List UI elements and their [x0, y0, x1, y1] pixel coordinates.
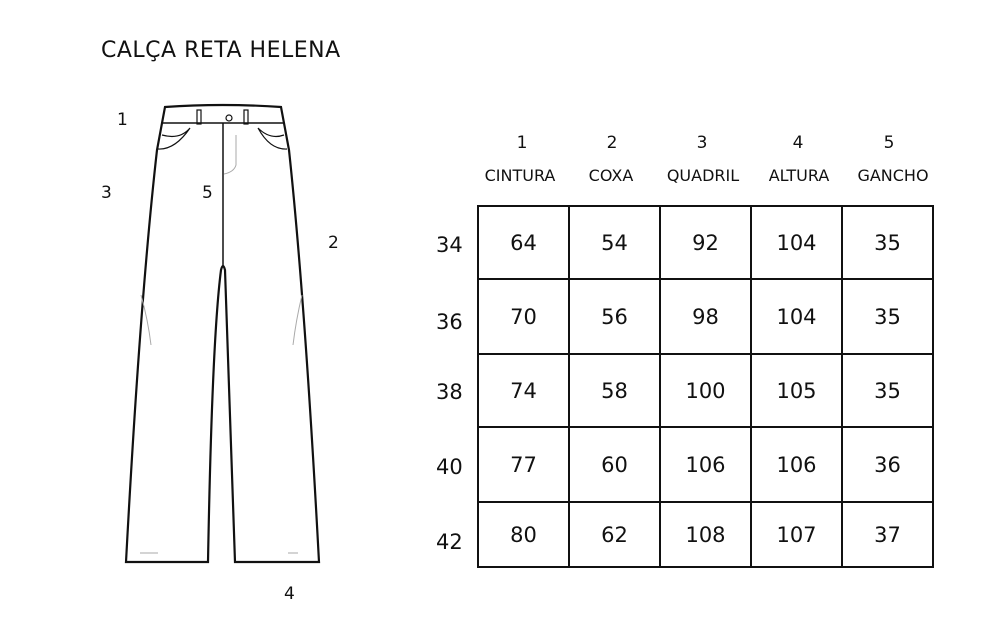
column-number: 2 — [606, 133, 618, 153]
row-size-label: 42 — [436, 530, 463, 554]
row-size-label: 40 — [436, 455, 463, 479]
column-number: 5 — [883, 133, 895, 153]
row-size-label: 36 — [436, 310, 463, 334]
table-cell: 36 — [841, 426, 934, 503]
page-title: CALÇA RETA HELENA — [101, 38, 341, 63]
column-header: QUADRIL — [666, 166, 740, 185]
table-cell: 80 — [477, 501, 570, 568]
diagram-label-1: 1 — [117, 110, 128, 130]
table-cell: 104 — [750, 278, 843, 355]
diagram-label-2: 2 — [328, 233, 339, 253]
column-number: 3 — [696, 133, 708, 153]
table-cell: 104 — [750, 205, 843, 280]
row-size-label: 38 — [436, 380, 463, 404]
diagram-label-3: 3 — [101, 183, 112, 203]
table-cell: 77 — [477, 426, 570, 503]
table-cell: 107 — [750, 501, 843, 568]
table-cell: 108 — [659, 501, 752, 568]
table-cell: 35 — [841, 353, 934, 428]
table-cell: 105 — [750, 353, 843, 428]
column-header: GANCHO — [857, 166, 929, 185]
table-cell: 35 — [841, 205, 934, 280]
table-cell: 98 — [659, 278, 752, 355]
table-cell: 70 — [477, 278, 570, 355]
table-cell: 54 — [568, 205, 661, 280]
table-cell: 92 — [659, 205, 752, 280]
diagram-label-4: 4 — [284, 584, 295, 604]
table-cell: 60 — [568, 426, 661, 503]
column-number: 1 — [516, 133, 528, 153]
table-cell: 56 — [568, 278, 661, 355]
column-header: COXA — [588, 166, 634, 185]
table-cell: 35 — [841, 278, 934, 355]
table-cell: 106 — [659, 426, 752, 503]
table-cell: 106 — [750, 426, 843, 503]
table-cell: 74 — [477, 353, 570, 428]
column-number: 4 — [792, 133, 804, 153]
table-cell: 62 — [568, 501, 661, 568]
table-cell: 37 — [841, 501, 934, 568]
row-size-label: 34 — [436, 233, 463, 257]
table-cell: 58 — [568, 353, 661, 428]
diagram-label-5: 5 — [202, 183, 213, 203]
column-header: ALTURA — [768, 166, 830, 185]
table-cell: 64 — [477, 205, 570, 280]
column-header: CINTURA — [484, 166, 556, 185]
table-cell: 100 — [659, 353, 752, 428]
